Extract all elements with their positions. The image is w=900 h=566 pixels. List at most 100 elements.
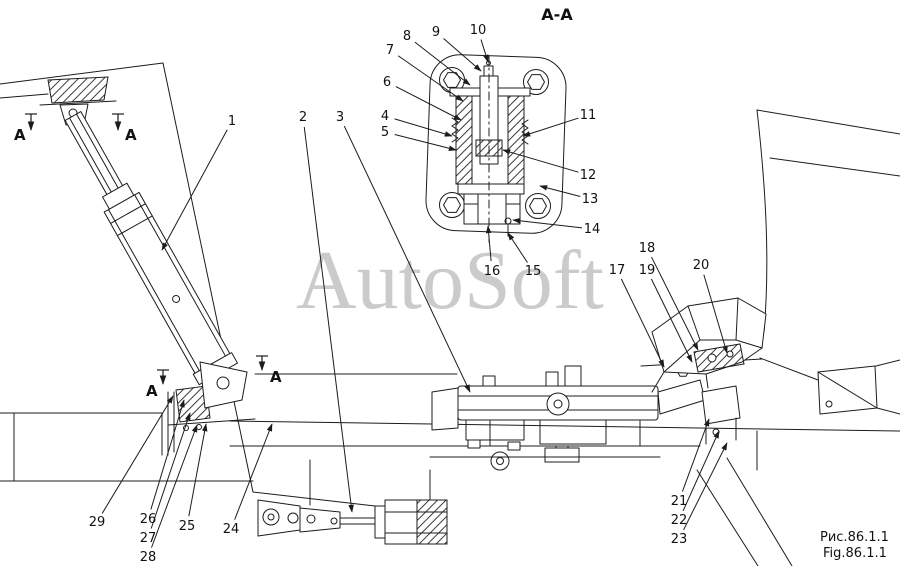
- torsion-bar-assembly: [429, 365, 706, 471]
- callout-number-25: 25: [179, 519, 196, 534]
- callout-number-22: 22: [671, 513, 688, 528]
- callout-leader-11: [522, 117, 579, 137]
- callout-leader-25: [188, 423, 208, 517]
- callout-number-19: 19: [639, 263, 656, 278]
- flange-bolt-hole: [525, 193, 551, 219]
- callout-number-10: 10: [470, 23, 487, 38]
- lower-guide: [477, 193, 507, 225]
- callout-number-26: 26: [140, 512, 157, 527]
- callout-leader-5: [394, 133, 457, 151]
- hex-bolt: [443, 72, 461, 88]
- cylinder-tube: [103, 191, 231, 374]
- bar-boss: [546, 392, 570, 416]
- callout-number-1: 1: [228, 114, 236, 129]
- callout-number-4: 4: [381, 109, 389, 124]
- section-marker-label: A: [146, 382, 158, 400]
- callout-number-21: 21: [671, 494, 688, 509]
- link-pin: [287, 512, 299, 524]
- latch-end-cap: [374, 505, 386, 539]
- section-marker-label: A: [270, 368, 282, 386]
- callout-number-5: 5: [381, 125, 389, 140]
- lower-bracket: [701, 385, 741, 425]
- left-end-bracket: [431, 387, 459, 431]
- link-pin: [330, 517, 338, 525]
- housing-bracket: [564, 365, 582, 387]
- section-cut-markers: A A A A: [14, 113, 282, 400]
- u-clamp: [539, 419, 607, 445]
- callout-number-24: 24: [223, 522, 240, 537]
- callout-number-18: 18: [639, 241, 656, 256]
- lower-mount-bracket: [175, 385, 211, 423]
- upper-mount-bracket: [47, 76, 109, 104]
- callout-leader-10: [480, 39, 489, 63]
- bracket-pin: [726, 350, 734, 358]
- callout-number-7: 7: [386, 43, 394, 58]
- callout-number-20: 20: [693, 258, 710, 273]
- callout-leader-21: [681, 418, 710, 492]
- callout-leader-18: [651, 256, 699, 351]
- callout-number-27: 27: [140, 531, 157, 546]
- hex-bolt: [529, 198, 547, 214]
- hex-bolt: [527, 74, 545, 90]
- callout-leader-29: [101, 395, 174, 514]
- lower-bushing: [490, 451, 510, 471]
- section-view-title: A-A: [541, 5, 573, 24]
- clamp-nut: [467, 439, 481, 449]
- callout-number-8: 8: [403, 29, 411, 44]
- plate-hole: [825, 400, 833, 408]
- callout-leader-17: [620, 278, 665, 368]
- housing-lug: [482, 375, 496, 387]
- cylinder-wall-left: [455, 95, 473, 185]
- callout-leader-8: [414, 41, 471, 86]
- section-marker-label: A: [14, 126, 26, 144]
- spring-left: [451, 117, 459, 143]
- callout-leader-26: [150, 399, 185, 510]
- latch-cylinder-section: [416, 499, 448, 545]
- callout-number-9: 9: [432, 25, 440, 40]
- flange-bolt-hole: [523, 69, 549, 95]
- callout-number-3: 3: [336, 110, 344, 125]
- callout-leader-3: [343, 125, 471, 393]
- callout-number-11: 11: [580, 108, 597, 123]
- frame-mounting-plate: [817, 359, 900, 415]
- callout-number-15: 15: [525, 264, 542, 279]
- callout-number-2: 2: [299, 110, 307, 125]
- callout-leader-23: [683, 442, 728, 531]
- clamp-nut: [507, 441, 521, 451]
- callout-number-6: 6: [383, 75, 391, 90]
- u-clamp: [465, 419, 525, 441]
- piston-rod: [64, 111, 126, 200]
- callout-leader-6: [395, 86, 462, 121]
- right-end-link: [657, 379, 706, 415]
- link-plate: [299, 507, 341, 533]
- callout-number-14: 14: [584, 222, 601, 237]
- callout-leader-7: [397, 55, 464, 102]
- housing-lug: [545, 371, 559, 387]
- figure-number-en: Fig.86.1.1: [823, 546, 887, 561]
- figure-number-ru: Рис.86.1.1: [820, 530, 889, 545]
- callout-number-13: 13: [582, 192, 599, 207]
- lower-block: [544, 447, 580, 463]
- callout-leader-20: [703, 274, 728, 354]
- callout-number-28: 28: [140, 550, 157, 565]
- callout-number-17: 17: [609, 263, 626, 278]
- callout-leader-1: [161, 129, 228, 251]
- callout-leader-14: [512, 218, 583, 229]
- callout-leader-13: [539, 185, 581, 197]
- hex-bolt: [443, 197, 461, 213]
- bracket-pin: [707, 353, 717, 363]
- callout-number-12: 12: [580, 168, 597, 183]
- callout-leader-4: [394, 118, 453, 137]
- callout-leader-2: [303, 126, 354, 513]
- section-marker-label: A: [125, 126, 137, 144]
- spring-right: [521, 119, 529, 145]
- callout-leader-27: [150, 412, 191, 529]
- callout-leader-28: [151, 424, 198, 548]
- callout-leader-16: [485, 225, 492, 262]
- link-pin: [306, 514, 316, 524]
- tipping-cylinder-drawing: [39, 76, 256, 456]
- clevis-eye: [262, 508, 280, 526]
